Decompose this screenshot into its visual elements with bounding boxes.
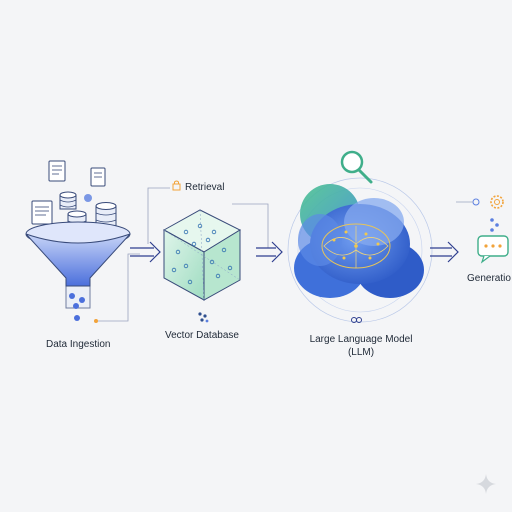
flow-arrow bbox=[256, 241, 283, 263]
flow-arrow bbox=[130, 241, 161, 263]
document-icon bbox=[31, 200, 53, 225]
funnel-icon bbox=[25, 221, 131, 321]
gear-icon bbox=[490, 195, 504, 209]
document-icon bbox=[90, 167, 106, 187]
retrieval-loop-line bbox=[147, 187, 269, 248]
data-dot bbox=[84, 194, 92, 202]
llm-cloud bbox=[287, 177, 433, 323]
retrieval-label: Retrieval bbox=[185, 182, 225, 193]
vector-database-label: Vector Database bbox=[165, 330, 239, 341]
document-icon bbox=[48, 160, 66, 182]
generation-label: Generatio bbox=[467, 273, 511, 284]
connector-line bbox=[96, 253, 140, 322]
flow-arrow bbox=[430, 241, 459, 263]
data-ingestion-label: Data Ingestion bbox=[46, 339, 111, 350]
database-icon bbox=[95, 202, 117, 227]
magnifier-icon bbox=[340, 150, 373, 184]
chat-bubble-icon bbox=[477, 235, 509, 264]
connector-dot bbox=[94, 319, 98, 323]
cube-icon bbox=[162, 209, 242, 301]
llm-label-line1: Large Language Model bbox=[309, 334, 413, 345]
cluster-icon bbox=[198, 312, 209, 323]
llm-label-line2: (LLM) bbox=[347, 347, 375, 358]
node-dot bbox=[472, 198, 480, 206]
lock-icon bbox=[172, 180, 181, 191]
database-icon bbox=[59, 191, 77, 210]
llm-label: Large Language Model (LLM) bbox=[296, 333, 426, 359]
link-icon bbox=[351, 317, 362, 323]
share-icon bbox=[490, 218, 499, 232]
brain-icon bbox=[321, 223, 391, 269]
sparkle-icon bbox=[476, 474, 496, 494]
